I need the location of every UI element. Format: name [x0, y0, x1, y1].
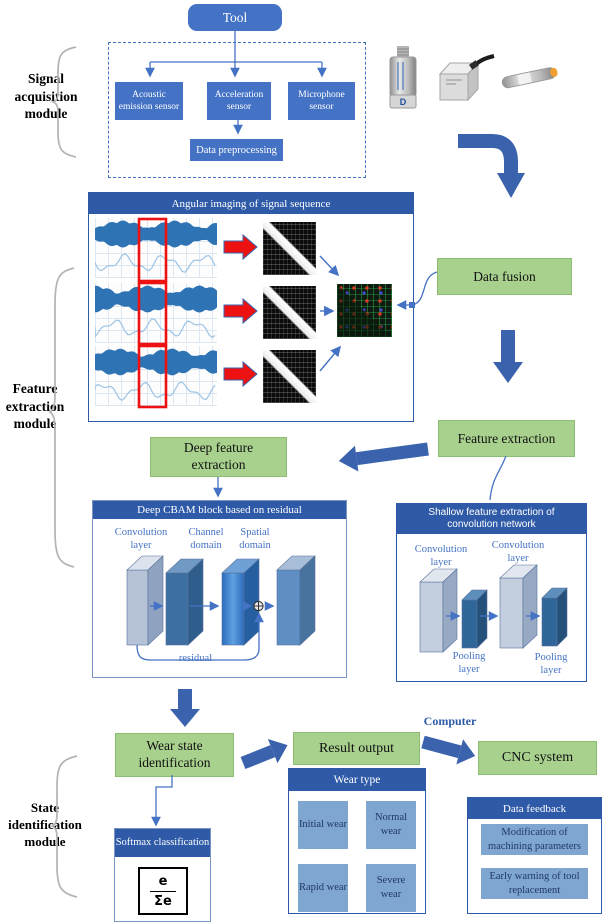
microphone-photo	[501, 67, 558, 89]
signal-waveform-3	[94, 346, 217, 406]
initial-wear-tile: Initial wear	[298, 801, 348, 849]
softmax-formula: e Σe	[138, 867, 188, 915]
angular-field-image-2	[263, 286, 316, 339]
wear-type-title: Wear type	[289, 769, 425, 791]
svg-text:D: D	[400, 97, 407, 107]
deep-feature-extraction-box: Deep feature extraction	[150, 437, 287, 477]
cbam-channel-domain-label: Channel domain	[188, 527, 224, 552]
shallow-conv1-label: Convolution layer	[414, 544, 468, 569]
microphone-sensor-box: Microphone sensor	[288, 82, 355, 120]
softmax-title: Softmax classification	[115, 829, 210, 857]
accelerometer-photo: D	[389, 46, 417, 109]
module-braces	[48, 46, 78, 898]
tool-box: Tool	[188, 4, 282, 31]
cube-accelerometer-photo	[438, 54, 495, 102]
cbam-convolution-layer-label: Convolution layer	[114, 527, 168, 552]
severe-wear-tile: Severe wear	[366, 864, 416, 912]
angular-field-image-3	[263, 350, 316, 403]
cbam-title: Deep CBAM block based on residual	[93, 501, 346, 519]
softmax-numerator: e	[158, 873, 168, 889]
fraction-bar	[150, 890, 176, 892]
result-to-cnc-arrow	[421, 735, 476, 765]
acoustic-emission-sensor-box: Acoustic emission sensor	[115, 82, 183, 120]
sensors-to-imaging-arrow	[458, 134, 525, 198]
softmax-denominator: Σe	[154, 893, 172, 909]
feedback-item-early-warning: Early warning of tool replacement	[481, 868, 588, 899]
angular-field-image-1	[263, 222, 316, 275]
cnc-system-box: CNC system	[478, 741, 597, 775]
feedback-item-modification: Modification of machining parameters	[481, 824, 588, 855]
softmax-box: Softmax classification e Σe	[114, 828, 211, 922]
rapid-wear-tile: Rapid wear	[298, 864, 348, 912]
state-identification-module-label: State identification module	[8, 800, 82, 849]
data-feedback-title: Data feedback	[468, 798, 601, 819]
extraction-to-deep-arrow	[338, 442, 429, 472]
shallow-pool1-label: Pooling layer	[452, 651, 486, 676]
wearstate-to-result-arrow	[240, 739, 288, 770]
cbam-spatial-domain-label: Spatial domain	[239, 527, 271, 552]
data-preprocessing-box: Data preprocessing	[190, 139, 283, 161]
acceleration-sensor-box: Acceleration sensor	[207, 82, 271, 120]
signal-waveform-2	[94, 283, 217, 343]
shallow-network-title: Shallow feature extraction of convolutio…	[397, 504, 586, 534]
feature-extraction-box: Feature extraction	[438, 420, 575, 457]
data-fusion-box: Data fusion	[437, 258, 572, 295]
normal-wear-tile: Normal wear	[366, 801, 416, 849]
wear-state-identification-box: Wear state identification	[115, 733, 234, 777]
fusion-to-extraction-arrow	[493, 330, 523, 383]
angular-imaging-title: Angular imaging of signal sequence	[89, 193, 413, 214]
shallow-pool2-label: Pooling layer	[534, 652, 568, 677]
computer-label: Computer	[423, 714, 477, 728]
residual-label: residual	[178, 653, 213, 664]
feature-extraction-module-label: Feature extraction module	[5, 381, 65, 432]
wearstate-to-softmax-connector	[151, 775, 173, 827]
signal-acquisition-module-label: Signal acquisition module	[14, 71, 78, 122]
fused-channel-image	[337, 284, 392, 337]
extraction-to-shallow-connector	[489, 455, 507, 501]
shallow-conv2-label: Convolution layer	[491, 540, 545, 565]
data-feedback-box: Data feedback Modification of machining …	[467, 797, 602, 914]
signal-waveform-1	[94, 218, 217, 278]
wear-type-box: Wear type Initial wear Normal wear Rapid…	[288, 768, 426, 914]
cbam-to-wearstate-arrow	[170, 689, 200, 727]
result-output-box: Result output	[293, 732, 420, 765]
